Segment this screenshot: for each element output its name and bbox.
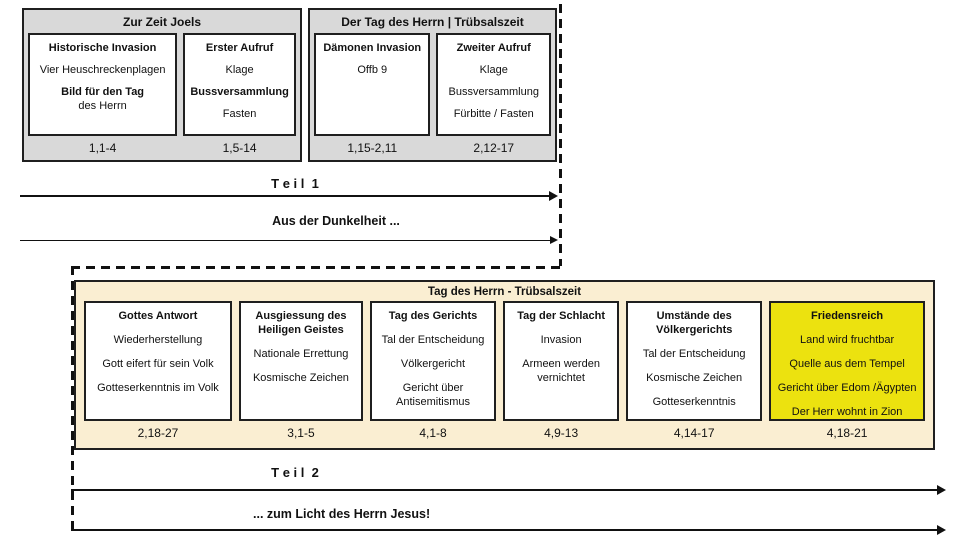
card-item: Gotteserkenntnis — [652, 396, 736, 408]
dashed-connector-middle — [71, 266, 562, 269]
column-ausgiessung: Ausgiessung des Heiligen Geistes Nationa… — [238, 301, 363, 440]
card-item: Antisemitismus — [396, 396, 470, 408]
card-item: Land wird fruchtbar — [800, 334, 895, 346]
verse-ref: 1,15-2,11 — [347, 141, 398, 155]
verse-ref: 3,1-5 — [287, 426, 315, 440]
verse-ref: 4,9-13 — [544, 426, 579, 440]
card-erster-aufruf: Erster Aufruf Klage Bussversammlung Fast… — [183, 33, 296, 136]
label-aus-der-dunkelheit: Aus der Dunkelheit ... — [272, 214, 400, 228]
card-item: Gott eifert für sein Volk — [102, 358, 214, 370]
card-item: Bussversammlung — [190, 86, 289, 98]
column-tag-des-gerichts: Tag des Gerichts Tal der Entscheidung Vö… — [369, 301, 497, 440]
card-item: Tal der Entscheidung — [642, 348, 746, 360]
card-title: Ausgiessung des — [255, 310, 347, 322]
section-title-zur-zeit-joels: Zur Zeit Joels — [122, 15, 202, 29]
arrow-zum-licht — [71, 525, 946, 535]
card-title: Gottes Antwort — [118, 310, 198, 322]
card-item: Fürbitte / Fasten — [453, 108, 534, 120]
card-item: Offb 9 — [357, 64, 388, 76]
card-item: Bussversammlung — [448, 86, 539, 98]
section-title-tag-des-herrn-bottom: Tag des Herrn - Trübsalszeit — [427, 286, 582, 298]
section-title-tag-des-herrn-top: Der Tag des Herrn | Trübsalszeit — [341, 15, 524, 29]
card-item: Bild für den Tag — [61, 86, 145, 98]
card-title: Erster Aufruf — [205, 42, 274, 54]
card-item: Kosmische Zeichen — [252, 372, 349, 384]
card-item: des Herrn — [78, 100, 127, 112]
card-item: Quelle aus dem Tempel — [789, 358, 905, 370]
arrow-teil-1 — [20, 191, 558, 201]
card-item: Vier Heuschreckenplagen — [39, 64, 166, 76]
card-row: Historische Invasion Vier Heuschreckenpl… — [24, 33, 300, 155]
card-item: Tal der Entscheidung — [381, 334, 485, 346]
card-zweiter-aufruf: Zweiter Aufruf Klage Bussversammlung Für… — [436, 33, 551, 136]
card-item: Klage — [479, 64, 508, 76]
label-teil-2: T e i l 2 — [271, 465, 319, 480]
column-daemonen-invasion: Dämonen Invasion Offb 9 1,15-2,11 — [314, 33, 431, 155]
section-tag-des-herrn-bottom: Tag des Herrn - Trübsalszeit Gottes Antw… — [74, 280, 935, 450]
verse-ref: 2,18-27 — [137, 426, 179, 440]
arrow-teil-2 — [71, 485, 946, 495]
verse-ref: 4,1-8 — [419, 426, 447, 440]
column-friedensreich: Friedensreich Land wird fruchtbar Quelle… — [769, 301, 926, 440]
card-title-line2: Heiligen Geistes — [258, 324, 344, 336]
verse-ref: 1,5-14 — [222, 141, 257, 155]
card-item: Gotteserkenntnis im Volk — [97, 382, 219, 394]
card-item: Gericht über — [402, 382, 464, 394]
card-title-line2: Völkergerichts — [655, 324, 733, 336]
card-gottes-antwort: Gottes Antwort Wiederherstellung Gott ei… — [84, 301, 232, 421]
section-tag-des-herrn-top: Der Tag des Herrn | Trübsalszeit Dämonen… — [308, 8, 557, 162]
card-title: Tag der Schlacht — [517, 310, 606, 322]
card-tag-des-gerichts: Tag des Gerichts Tal der Entscheidung Vö… — [369, 301, 497, 421]
label-teil-1: T e i l 1 — [271, 176, 319, 191]
card-friedensreich: Friedensreich Land wird fruchtbar Quelle… — [769, 301, 926, 421]
card-item: Wiederherstellung — [113, 334, 203, 346]
card-item: Der Herr wohnt in Zion — [791, 406, 903, 418]
card-title: Umstände des — [656, 310, 732, 322]
arrow-aus-der-dunkelheit — [20, 236, 558, 244]
card-item: Fasten — [222, 108, 257, 120]
card-title: Historische Invasion — [48, 42, 157, 54]
verse-ref: 2,12-17 — [473, 141, 515, 155]
column-erster-aufruf: Erster Aufruf Klage Bussversammlung Fast… — [183, 33, 296, 155]
card-title: Friedensreich — [811, 310, 884, 322]
verse-ref: 4,18-21 — [826, 426, 868, 440]
card-row: Dämonen Invasion Offb 9 1,15-2,11 Zweite… — [310, 33, 555, 155]
card-item: Invasion — [540, 334, 582, 346]
card-title: Zweiter Aufruf — [456, 42, 531, 54]
column-gottes-antwort: Gottes Antwort Wiederherstellung Gott ei… — [84, 301, 232, 440]
verse-ref: 1,1-4 — [88, 141, 117, 155]
card-tag-der-schlacht: Tag der Schlacht Invasion Armeen werden … — [503, 301, 620, 421]
card-ausgiessung: Ausgiessung des Heiligen Geistes Nationa… — [238, 301, 363, 421]
card-title: Dämonen Invasion — [323, 42, 422, 54]
dashed-connector-left — [71, 266, 74, 536]
column-umstaende: Umstände des Völkergerichts Tal der Ents… — [626, 301, 763, 440]
card-title: Tag des Gerichts — [388, 310, 478, 322]
card-historische-invasion: Historische Invasion Vier Heuschreckenpl… — [28, 33, 178, 136]
label-zum-licht: ... zum Licht des Herrn Jesus! — [253, 507, 431, 521]
section-zur-zeit-joels: Zur Zeit Joels Historische Invasion Vier… — [22, 8, 302, 162]
card-item: Völkergericht — [400, 358, 466, 370]
card-item: Kosmische Zeichen — [646, 372, 743, 384]
column-zweiter-aufruf: Zweiter Aufruf Klage Bussversammlung Für… — [436, 33, 551, 155]
column-tag-der-schlacht: Tag der Schlacht Invasion Armeen werden … — [503, 301, 620, 440]
card-daemonen-invasion: Dämonen Invasion Offb 9 — [314, 33, 431, 136]
card-item: Armeen werden — [522, 358, 600, 370]
card-item: Gericht über Edom /Ägypten — [777, 382, 917, 394]
verse-ref: 4,14-17 — [673, 426, 715, 440]
card-item: Klage — [225, 64, 254, 76]
card-item: vernichtet — [537, 372, 585, 384]
column-historische-invasion: Historische Invasion Vier Heuschreckenpl… — [28, 33, 178, 155]
card-umstaende: Umstände des Völkergerichts Tal der Ents… — [626, 301, 763, 421]
card-item: Nationale Errettung — [253, 348, 349, 360]
card-row: Gottes Antwort Wiederherstellung Gott ei… — [76, 301, 933, 440]
dashed-connector-right — [559, 4, 562, 266]
